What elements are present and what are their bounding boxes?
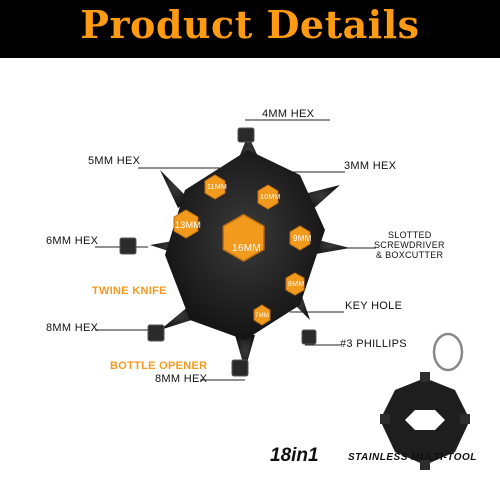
hole-label-9mm: 9MM <box>293 234 312 243</box>
label-4mm-hex: 4MM HEX <box>262 108 315 120</box>
label-twine-knife: TWINE KNIFE <box>92 285 167 297</box>
label-boxcutter: & BOXCUTTER <box>376 250 444 260</box>
hole-label-13mm: 13MM <box>175 220 202 230</box>
label-screwdriver: SCREWDRIVER <box>374 240 445 250</box>
hex-size-holes <box>173 174 311 326</box>
hole-label-8mm: 8MM <box>288 281 305 288</box>
label-8mm-hex-bottom: 8MM HEX <box>155 373 208 385</box>
hole-label-11mm: 11MM <box>207 184 228 191</box>
hex-bits <box>119 127 317 377</box>
label-3mm-hex: 3MM HEX <box>344 160 397 172</box>
label-slotted: SLOTTED <box>388 230 432 240</box>
label-8mm-hex-left: 8MM HEX <box>46 322 99 334</box>
header-banner: Product Details <box>0 0 500 58</box>
product-subtitle: STAINLESS MULTI-TOOL <box>348 452 477 463</box>
label-key-hole: KEY HOLE <box>345 300 403 312</box>
label-6mm-hex: 6MM HEX <box>46 235 99 247</box>
hole-label-16mm: 16MM <box>232 243 261 254</box>
label-bottle-opener: BOTTLE OPENER <box>110 360 208 372</box>
hole-label-10mm: 10MM <box>260 194 281 201</box>
hole-label-7mm: 7MM <box>255 313 270 319</box>
page-title: Product Details <box>80 2 420 47</box>
label-5mm-hex: 5MM HEX <box>88 155 141 167</box>
label-phillips: #3 PHILLIPS <box>340 338 407 350</box>
product-count-label: 18in1 <box>270 445 319 466</box>
keychain-snowflake <box>380 332 470 470</box>
